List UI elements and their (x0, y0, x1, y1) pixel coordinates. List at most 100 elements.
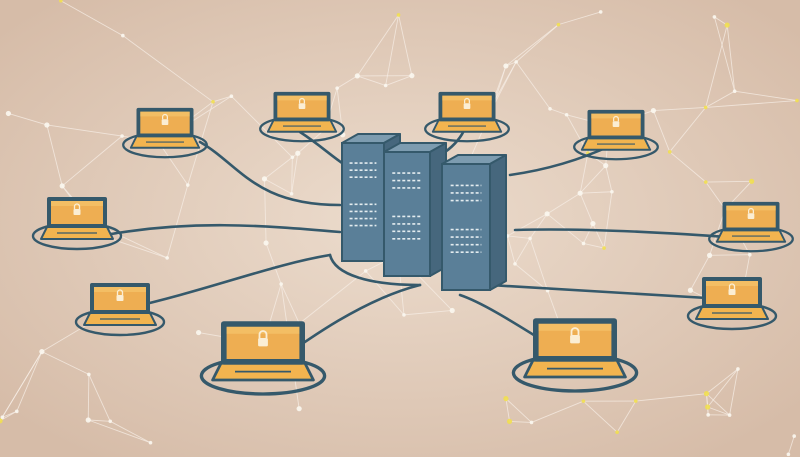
lock-body (298, 103, 306, 109)
mesh-node (650, 107, 657, 114)
mesh-line (705, 24, 728, 108)
lock-body (73, 209, 81, 215)
mesh-node (279, 282, 283, 286)
mesh-line (515, 61, 551, 110)
mesh-node (727, 413, 732, 417)
laptop-client (573, 109, 659, 161)
mesh-line (635, 393, 707, 402)
mesh-node (402, 313, 406, 317)
mesh-node (748, 252, 752, 257)
mesh-line (603, 191, 613, 249)
mesh-node (211, 100, 215, 104)
mesh-line (16, 351, 43, 412)
mesh-node (706, 252, 713, 258)
mesh-node (363, 269, 368, 273)
server-side (489, 154, 507, 291)
mesh-node (506, 418, 513, 425)
mesh-line (87, 374, 90, 421)
mesh-node (736, 367, 740, 371)
mesh-line (493, 61, 517, 106)
mesh-line (558, 11, 601, 26)
mesh-node (703, 105, 708, 110)
mesh-line (583, 243, 605, 249)
laptop-client (511, 318, 639, 393)
mesh-line (46, 124, 63, 187)
mesh-line (356, 14, 399, 77)
mesh-node (39, 349, 45, 355)
mesh-node (335, 86, 339, 90)
mesh-node (556, 22, 561, 27)
mesh-line (726, 25, 736, 92)
mesh-node (148, 440, 153, 445)
mesh-line (493, 65, 507, 106)
mesh-line (734, 90, 798, 101)
mesh-line (605, 165, 613, 192)
mesh-node (289, 191, 294, 196)
mesh-line (669, 151, 707, 183)
mesh-line (336, 88, 344, 135)
network-cable (328, 253, 422, 287)
mesh-node (120, 134, 124, 138)
mesh-line (299, 270, 366, 324)
mesh-node (703, 391, 710, 397)
lock-icon (463, 97, 471, 109)
mesh-node (229, 94, 234, 99)
mesh-node (667, 150, 672, 154)
mesh-line (61, 135, 123, 187)
mesh-line (549, 108, 567, 116)
mesh-node (108, 419, 113, 424)
mesh-node (529, 420, 534, 425)
mesh-node (409, 73, 415, 79)
mesh-node (513, 262, 517, 266)
mesh-line (264, 178, 292, 195)
lock-icon (570, 327, 580, 344)
mesh-node (396, 13, 401, 17)
mesh-line (46, 124, 123, 137)
mesh-line (166, 184, 189, 259)
mesh-line (505, 24, 559, 67)
mesh-line (88, 419, 151, 444)
mesh-line (546, 192, 581, 215)
lock-shackle (116, 289, 124, 295)
mesh-line (41, 351, 90, 375)
mesh-node (705, 404, 711, 410)
laptop-client (424, 91, 510, 143)
mesh-line (690, 255, 710, 291)
lock-icon (161, 113, 169, 125)
mesh-line (515, 24, 559, 63)
mesh-line (88, 419, 111, 422)
mesh-line (280, 283, 300, 324)
mesh-line (652, 110, 671, 153)
mesh-line (507, 235, 516, 265)
mesh-line (706, 368, 739, 394)
mesh-node (0, 415, 5, 420)
mesh-node (792, 434, 796, 438)
lock-body (612, 121, 620, 127)
mesh-line (705, 100, 797, 108)
mesh-line (531, 400, 584, 423)
mesh-line (669, 107, 707, 153)
mesh-line (713, 16, 736, 92)
mesh-node (706, 413, 710, 417)
mesh-line (579, 193, 594, 224)
mesh-line (707, 368, 739, 408)
lock-body (258, 338, 268, 347)
mesh-line (291, 153, 299, 194)
server-front (383, 151, 431, 277)
mesh-line (403, 310, 453, 316)
mesh-node (121, 33, 125, 38)
lock-shackle (613, 115, 619, 122)
mesh-node (703, 180, 708, 184)
mesh-node (712, 15, 717, 19)
network-cable (198, 140, 342, 207)
mesh-node (724, 22, 730, 28)
mesh-line (507, 213, 548, 237)
mesh-node (528, 236, 532, 241)
mesh-node (544, 211, 550, 217)
mesh-line (514, 238, 531, 265)
network-cable (118, 253, 332, 312)
lock-body (747, 213, 755, 219)
mesh-node (59, 0, 63, 3)
mesh-line (505, 398, 532, 423)
